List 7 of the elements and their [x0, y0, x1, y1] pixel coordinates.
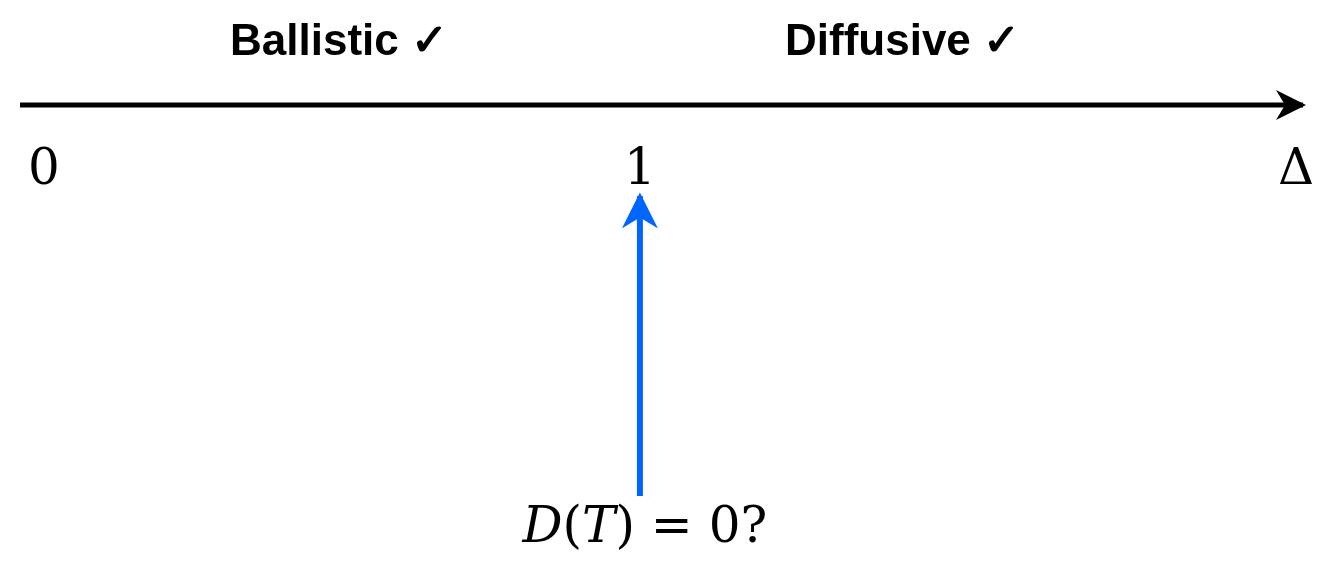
tick-label: 0 [28, 142, 60, 192]
tick-label: 1 [624, 142, 656, 192]
question-text: D(T) = 0? [522, 500, 768, 550]
regime-label: Diffusive ✓ [785, 18, 1021, 62]
axis-label: Δ [1278, 142, 1315, 192]
regime-label: Ballistic ✓ [230, 18, 448, 62]
arrow [621, 192, 658, 496]
